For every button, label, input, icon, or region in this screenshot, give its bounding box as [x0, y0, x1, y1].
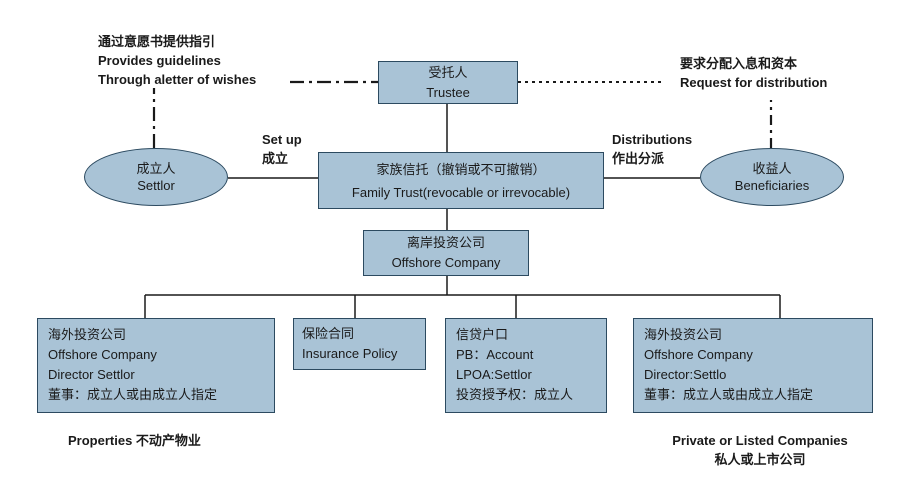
set-up-label: Set up 成立: [262, 130, 302, 168]
offshore-company-zh: 离岸投资公司: [406, 235, 485, 250]
left-box-line-1: 海外投资公司: [48, 327, 127, 342]
right-box-line-2: Offshore Company: [644, 347, 753, 362]
trustee-zh: 受托人: [428, 65, 468, 80]
credit-line-3: LPOA:Settlor: [456, 367, 532, 382]
credit-line-2: PB：Account: [456, 347, 534, 362]
credit-account-box: 信贷户口 PB：Account LPOA:Settlor 投资授予权：成立人: [445, 318, 607, 413]
settlor-en: Settlor: [137, 178, 175, 193]
distribution-request-label: 要求分配入息和资本 Request for distribution: [680, 54, 827, 92]
beneficiaries-ellipse: 收益人 Beneficiaries: [700, 148, 844, 206]
family-trust-en: Family Trust(revocable or irrevocable): [351, 185, 571, 200]
trustee-en: Trustee: [426, 85, 470, 100]
distributions-label: Distributions 作出分派: [612, 130, 692, 168]
settlor-zh: 成立人: [136, 161, 176, 176]
companies-en: Private or Listed Companies: [672, 433, 848, 448]
properties-label: Properties 不动产物业: [68, 433, 201, 448]
left-box-line-3: Director Settlor: [48, 367, 135, 382]
distribution-request-en: Request for distribution: [680, 75, 828, 90]
insurance-en: Insurance Policy: [302, 346, 398, 361]
distributions-zh: 作出分派: [612, 151, 665, 166]
credit-line-4: 投资授予权：成立人: [456, 387, 574, 402]
insurance-box: 保险合同 Insurance Policy: [293, 318, 426, 370]
left-box-line-4: 董事：成立人或由成立人指定: [48, 387, 218, 402]
trustee-box: 受托人 Trustee: [378, 61, 518, 104]
companies-zh: 私人或上市公司: [714, 452, 806, 467]
family-trust-box: 家族信托（撤销或不可撤销） Family Trust(revocable or …: [318, 152, 604, 209]
right-box-line-3: Director:Settlo: [644, 367, 727, 382]
beneficiaries-zh: 收益人: [752, 161, 792, 176]
set-up-zh: 成立: [262, 151, 289, 166]
offshore-investment-left-box: 海外投资公司 Offshore Company Director Settlor…: [37, 318, 275, 413]
settlor-ellipse: 成立人 Settlor: [84, 148, 228, 206]
offshore-company-box: 离岸投资公司 Offshore Company: [363, 230, 529, 276]
family-trust-zh: 家族信托（撤销或不可撤销）: [376, 162, 546, 177]
distributions-en: Distributions: [612, 132, 693, 147]
beneficiaries-en: Beneficiaries: [734, 178, 810, 193]
offshore-company-en: Offshore Company: [391, 255, 501, 270]
credit-line-1: 信贷户口: [456, 327, 509, 342]
set-up-en: Set up: [262, 132, 302, 147]
companies-label: Private or Listed Companies 私人或上市公司: [650, 431, 870, 469]
right-box-line-1: 海外投资公司: [644, 327, 723, 342]
left-box-line-2: Offshore Company: [48, 347, 157, 362]
offshore-investment-right-box: 海外投资公司 Offshore Company Director:Settlo …: [633, 318, 873, 413]
insurance-zh: 保险合同: [302, 326, 355, 341]
guidelines-en-1: Provides guidelines: [98, 53, 221, 68]
right-box-line-4: 董事：成立人或由成立人指定: [644, 387, 814, 402]
guidelines-label: 通过意愿书提供指引 Provides guidelines Through al…: [98, 32, 256, 89]
guidelines-en-2: Through aletter of wishes: [98, 72, 257, 87]
distribution-request-zh: 要求分配入息和资本: [680, 56, 798, 71]
guidelines-zh: 通过意愿书提供指引: [98, 34, 216, 49]
